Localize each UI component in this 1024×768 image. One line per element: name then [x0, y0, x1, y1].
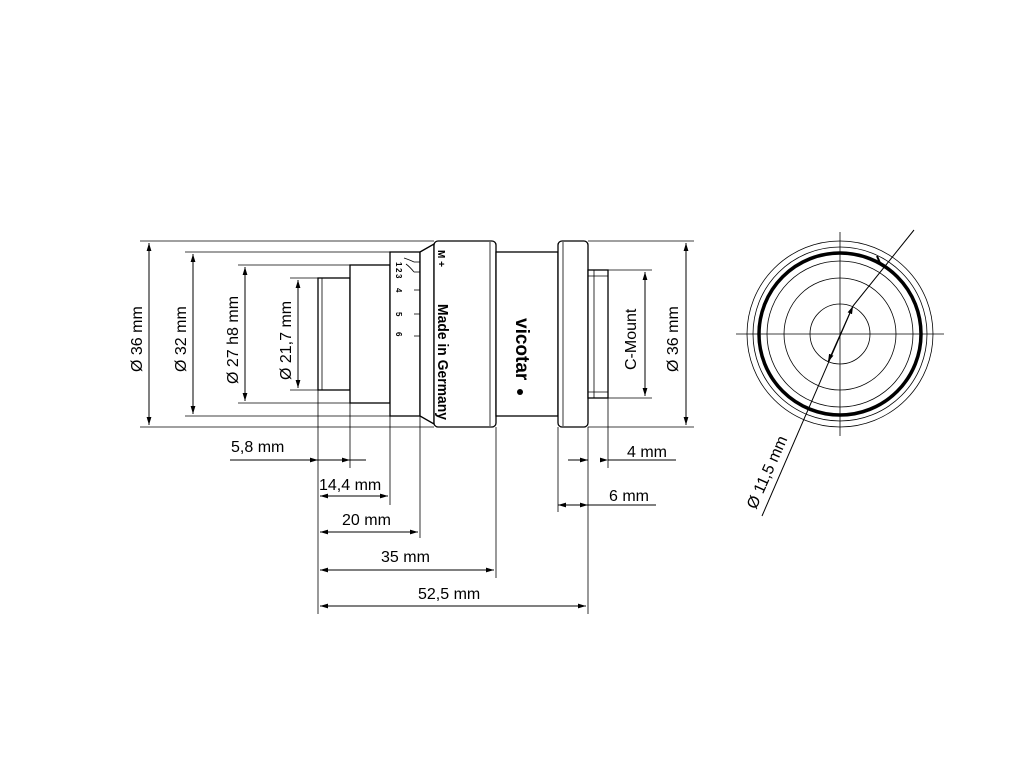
- dim-len-20: 20 mm: [342, 512, 391, 529]
- dim-dia-21: Ø 21,7 mm: [278, 301, 295, 380]
- taper-section: [419, 242, 435, 426]
- dim-len-52-5: 52,5 mm: [418, 586, 480, 603]
- dim-dia-11-5: Ø 11,5 mm: [744, 433, 791, 511]
- lens-side-view: 1 2 3 4 5 6 M + Made in Germany vicotar: [317, 240, 609, 428]
- focus-scale: 1 2 3 4 5 6 M +: [394, 250, 446, 337]
- dim-dia-27: Ø 27 h8 mm: [225, 296, 242, 384]
- dim-c-mount: C-Mount: [623, 308, 640, 370]
- dim-dia-36-left: Ø 36 mm: [129, 306, 146, 372]
- dim-len-35: 35 mm: [381, 549, 430, 566]
- dim-len-4: 4 mm: [627, 444, 667, 461]
- focus-mark-4: 4: [394, 288, 403, 293]
- dim-len-6: 6 mm: [609, 488, 649, 505]
- middle-tube: [495, 251, 559, 417]
- dim-len-14-4: 14,4 mm: [319, 477, 381, 494]
- brand-registered-mark: [517, 389, 523, 395]
- brand-text: vicotar: [511, 318, 532, 381]
- dim-dia-36-right: Ø 36 mm: [665, 306, 682, 372]
- barrel-section-27: [349, 264, 391, 404]
- focus-mark-5: 5: [394, 312, 403, 317]
- c-mount-thread: [587, 269, 609, 399]
- focus-label: M +: [435, 250, 446, 267]
- front-barrel: [317, 277, 351, 391]
- diameter-dimensions: Ø 36 mm Ø 32 mm Ø 27 h8 mm Ø 21,7 mm: [129, 240, 434, 428]
- focus-mark-3: 3: [394, 274, 403, 279]
- dim-len-5-8: 5,8 mm: [231, 439, 284, 456]
- focus-mark-1: 1: [394, 262, 403, 267]
- focus-mark-2: 2: [394, 268, 403, 273]
- focus-mark-6: 6: [394, 332, 403, 337]
- dim-dia-32: Ø 32 mm: [173, 306, 190, 372]
- lens-front-view: Ø 11,5 mm: [736, 229, 944, 517]
- made-in-germany-text: Made in Germany: [434, 304, 451, 421]
- rear-ring: [557, 240, 589, 428]
- length-dimensions: 5,8 mm 14,4 mm 20 mm 35 mm 52,5 mm 4 mm …: [230, 240, 694, 614]
